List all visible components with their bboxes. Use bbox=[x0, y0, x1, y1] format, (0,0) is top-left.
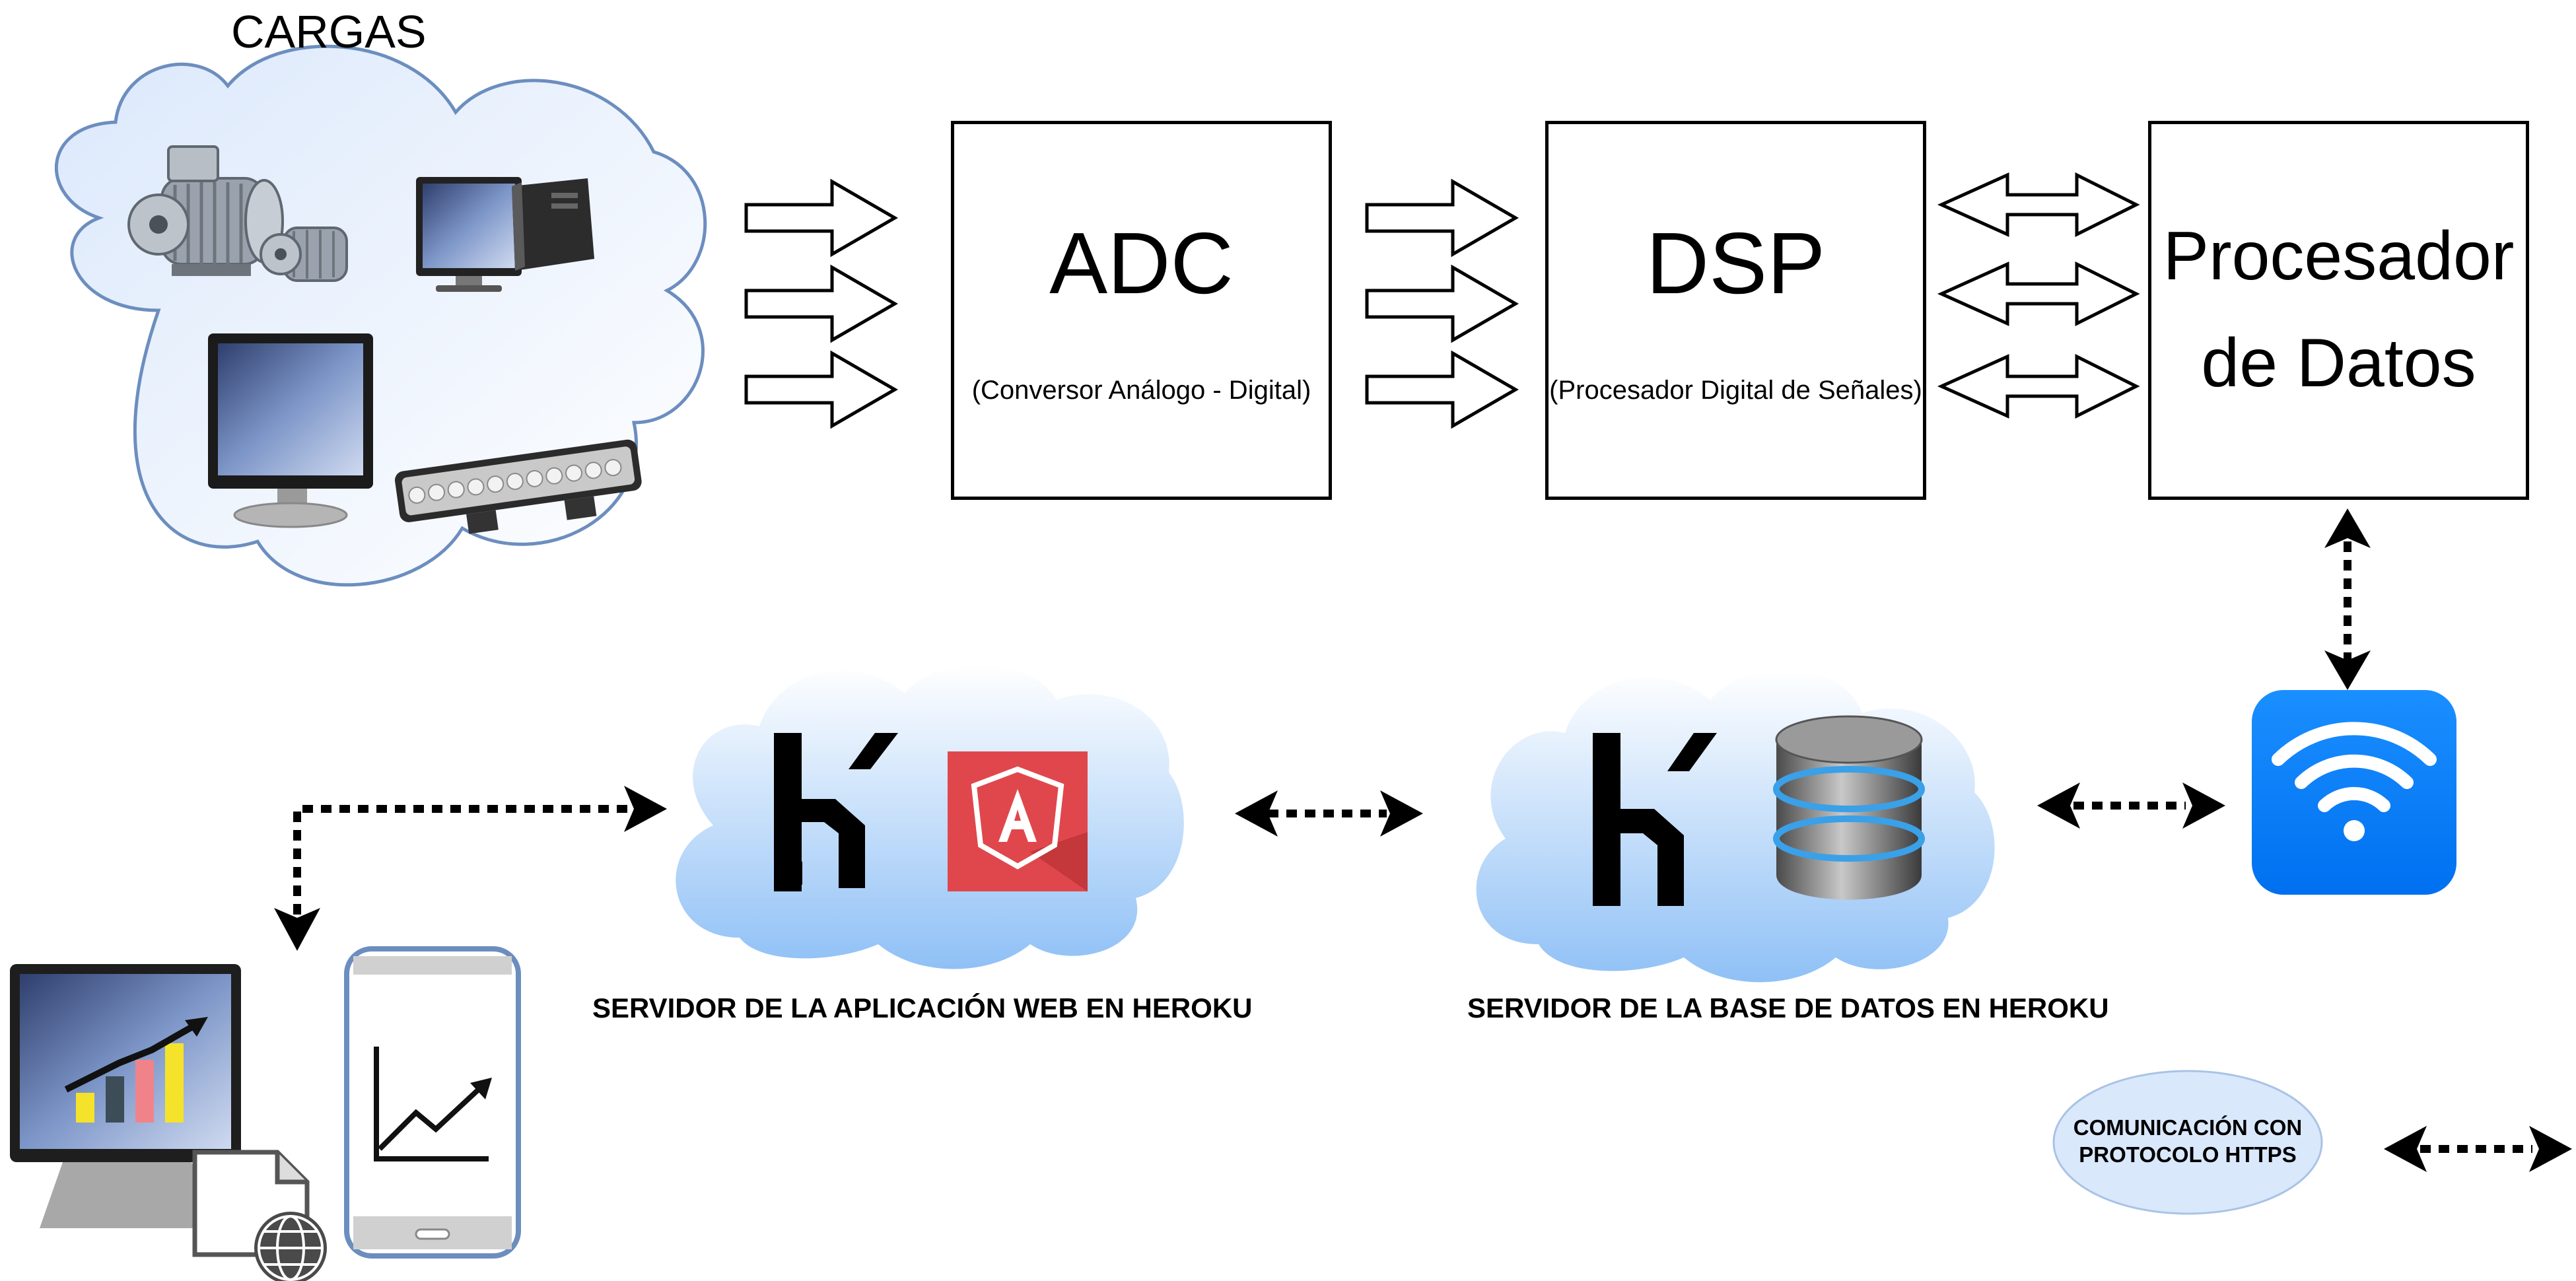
legend-ellipse bbox=[2052, 1070, 2323, 1215]
processor-title-line2: de Datos bbox=[2201, 325, 2476, 401]
https-link-web-clients bbox=[274, 786, 667, 951]
flow-arrows-dsp-processor bbox=[1937, 172, 2140, 419]
wifi-icon bbox=[2252, 690, 2456, 895]
https-link-database-web bbox=[1235, 790, 1423, 837]
legend-label: COMUNICACIÓN CON PROTOCOLO HTTPS bbox=[2056, 1114, 2320, 1169]
motor-icon bbox=[127, 145, 348, 282]
dsp-title: DSP bbox=[1646, 215, 1826, 312]
legend-line2: PROTOCOLO HTTPS bbox=[2079, 1142, 2297, 1167]
smartphone-chart-icon bbox=[344, 946, 521, 1259]
processor-title-line1: Procesador bbox=[2163, 218, 2515, 294]
flow-arrows-cargas-adc bbox=[744, 178, 898, 429]
flow-arrows-adc-dsp bbox=[1365, 178, 1519, 429]
legend-arrow bbox=[2384, 1126, 2572, 1172]
adc-subtitle: (Conversor Análogo - Digital) bbox=[971, 376, 1311, 405]
database-server-caption: SERVIDOR DE LA BASE DE DATOS EN HEROKU bbox=[1467, 992, 2109, 1023]
web-server-caption: SERVIDOR DE LA APLICACIÓN WEB EN HEROKU bbox=[592, 992, 1253, 1023]
legend-line1: COMUNICACIÓN CON bbox=[2073, 1115, 2303, 1140]
chart-monitor-icon bbox=[10, 964, 241, 1228]
loads-cloud bbox=[55, 44, 707, 587]
database-icon bbox=[1773, 715, 1925, 900]
dsp-block: DSP (Procesador Digital de Señales) bbox=[1545, 121, 1926, 500]
led-bar-icon bbox=[394, 439, 642, 534]
dsp-subtitle: (Procesador Digital de Señales) bbox=[1549, 376, 1922, 405]
heroku-icon bbox=[774, 733, 898, 891]
heroku-icon bbox=[1593, 733, 1717, 906]
angular-icon bbox=[948, 751, 1088, 891]
https-link-wifi-database bbox=[2037, 782, 2225, 829]
https-link-processor-wifi bbox=[2324, 508, 2371, 690]
loads-title: CARGAS bbox=[231, 6, 427, 57]
desktop-pc-icon bbox=[416, 177, 594, 292]
web-document-icon bbox=[192, 1150, 327, 1281]
processor-block: Procesador de Datos bbox=[2148, 121, 2529, 500]
adc-block: ADC (Conversor Análogo - Digital) bbox=[951, 121, 1332, 500]
monitor-icon bbox=[208, 333, 373, 528]
adc-title: ADC bbox=[1049, 215, 1234, 312]
web-server-cloud bbox=[676, 664, 1184, 969]
